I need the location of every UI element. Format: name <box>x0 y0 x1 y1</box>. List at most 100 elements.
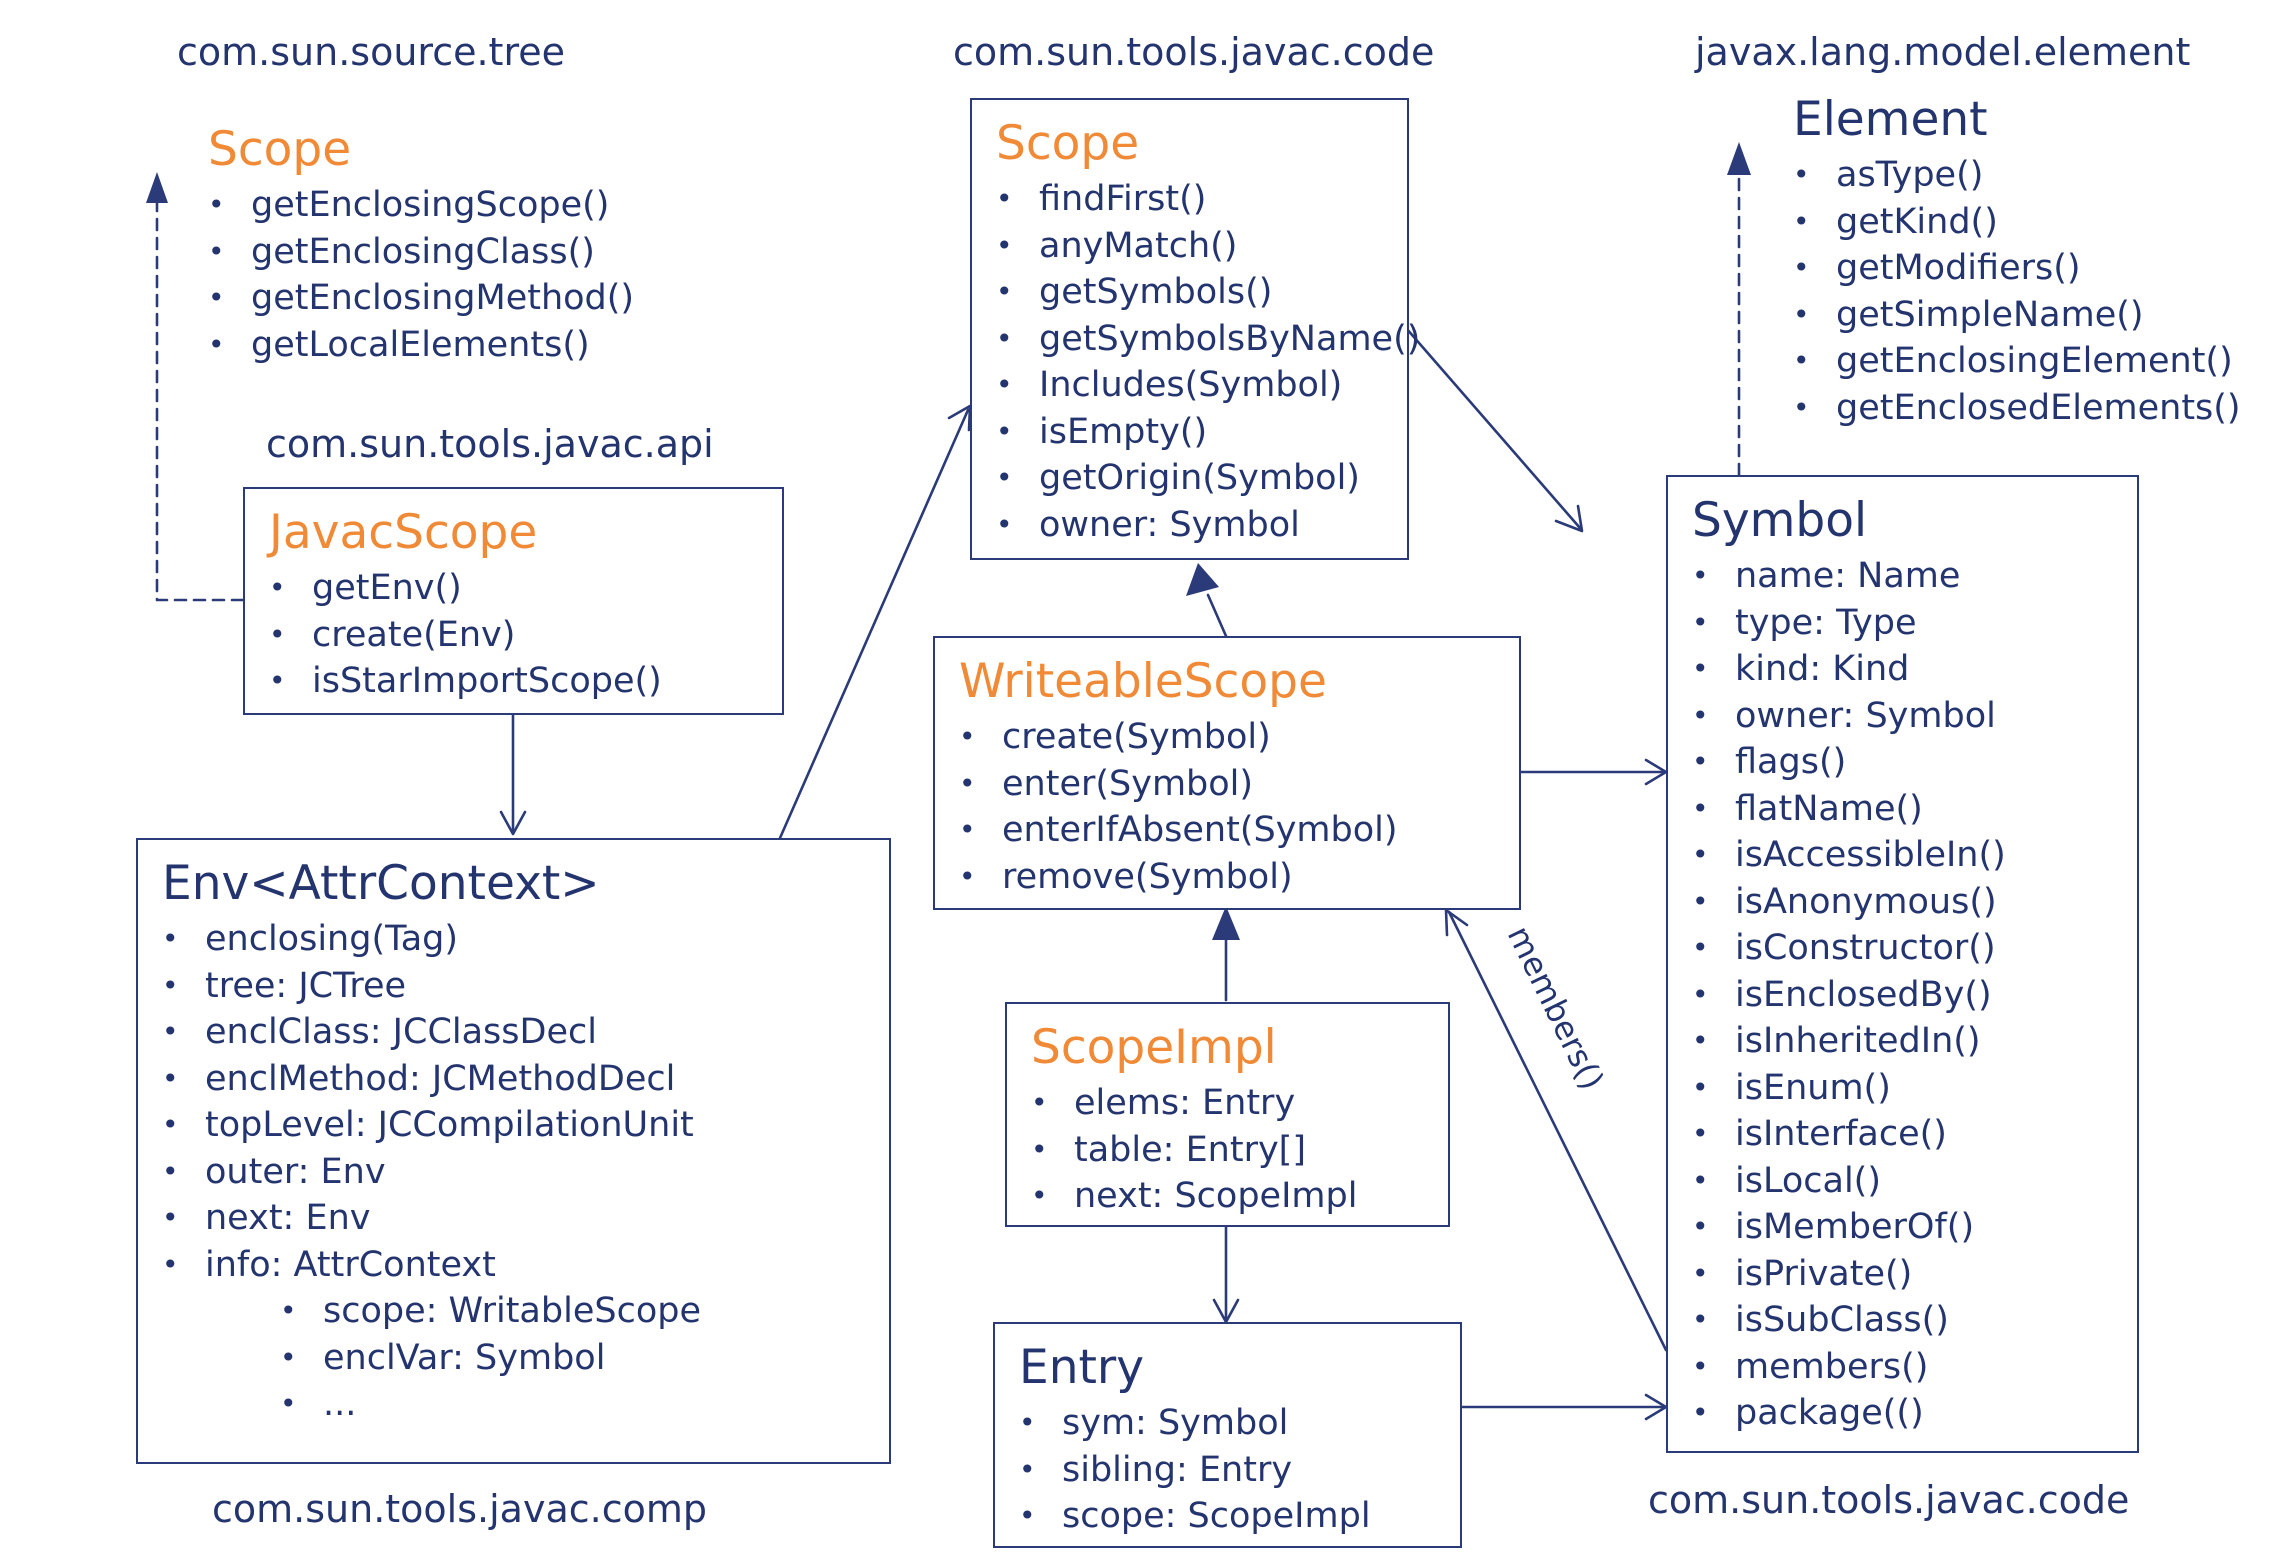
member-item: enclClass: JCClassDecl <box>162 1009 865 1056</box>
class-title: Entry <box>1019 1340 1145 1395</box>
member-item: table: Entry[] <box>1031 1127 1424 1174</box>
member-item: isEnclosedBy() <box>1692 972 2113 1019</box>
member-item: info: AttrContext <box>162 1242 865 1289</box>
member-item: getSymbols() <box>996 269 1383 316</box>
member-item: next: Env <box>162 1195 865 1242</box>
class-symbol: Symbol name: Name type: Type kind: Kind … <box>1666 475 2139 1453</box>
member-item: outer: Env <box>162 1149 865 1196</box>
package-label-lang-model-element: javax.lang.model.element <box>1695 30 2191 74</box>
package-label-javac-code-bottom: com.sun.tools.javac.code <box>1648 1478 2130 1522</box>
member-item: Includes(Symbol) <box>996 362 1383 409</box>
member-item: getEnv() <box>269 565 758 612</box>
member-item: remove(Symbol) <box>959 854 1495 901</box>
member-item: members() <box>1692 1344 2113 1391</box>
triangle-scope-generalization <box>1186 563 1219 596</box>
member-item: isLocal() <box>1692 1158 2113 1205</box>
class-title: Scope <box>996 116 1140 171</box>
class-title: JavacScope <box>269 505 538 560</box>
class-title: Env<AttrContext> <box>162 856 600 911</box>
sub-member-item: ... <box>280 1381 865 1428</box>
member-item: getModifiers() <box>1793 245 2241 292</box>
member-item: isEnum() <box>1692 1065 2113 1112</box>
method-list: findFirst() anyMatch() getSymbols() getS… <box>996 176 1420 549</box>
member-item: getSimpleName() <box>1793 292 2241 339</box>
member-item: getEnclosedElements() <box>1793 385 2241 432</box>
method-list: create(Symbol) enter(Symbol) enterIfAbse… <box>959 714 1495 900</box>
class-title: Symbol <box>1692 493 1868 548</box>
member-item: findFirst() <box>996 176 1383 223</box>
member-item: getSymbolsByName() <box>996 316 1420 363</box>
class-scope-impl: ScopeImpl elems: Entry table: Entry[] ne… <box>1005 1002 1450 1227</box>
member-item: owner: Symbol <box>996 502 1383 549</box>
member-item: create(Env) <box>269 612 758 659</box>
member-item: asType() <box>1793 152 2241 199</box>
triangle-writeablescope-generalization <box>1212 906 1240 940</box>
member-item: owner: Symbol <box>1692 693 2113 740</box>
arrow-env-to-code-scope <box>778 408 970 840</box>
member-list: enclosing(Tag) tree: JCTree enclClass: J… <box>162 916 865 1428</box>
class-writeable-scope: WriteableScope create(Symbol) enter(Symb… <box>933 636 1521 910</box>
package-label-javac-api: com.sun.tools.javac.api <box>266 422 714 466</box>
sub-member-item: scope: WritableScope <box>280 1288 865 1335</box>
member-item: create(Symbol) <box>959 714 1495 761</box>
sub-member-item: enclVar: Symbol <box>280 1335 865 1382</box>
package-label-source-tree: com.sun.source.tree <box>177 30 565 74</box>
member-item: next: ScopeImpl <box>1031 1173 1424 1220</box>
member-item: getEnclosingScope() <box>208 182 634 229</box>
triangle-tree-scope <box>146 172 168 203</box>
class-title: ScopeImpl <box>1031 1020 1277 1075</box>
member-item: isEmpty() <box>996 409 1383 456</box>
class-javac-scope: JavacScope getEnv() create(Env) isStarIm… <box>243 487 784 715</box>
member-item: isAccessibleIn() <box>1692 832 2113 879</box>
class-title: Scope <box>208 122 352 177</box>
member-item: kind: Kind <box>1692 646 2113 693</box>
arrow-code-scope-to-symbol <box>1404 326 1582 530</box>
member-item: sym: Symbol <box>1019 1400 1436 1447</box>
member-item: scope: ScopeImpl <box>1019 1493 1436 1540</box>
member-item: flags() <box>1692 739 2113 786</box>
member-item: name: Name <box>1692 553 2113 600</box>
member-list: name: Name type: Type kind: Kind owner: … <box>1692 553 2113 1437</box>
package-label-javac-code-top: com.sun.tools.javac.code <box>953 30 1435 74</box>
member-item: isConstructor() <box>1692 925 2113 972</box>
method-list: getEnv() create(Env) isStarImportScope() <box>269 565 758 705</box>
class-title: WriteableScope <box>959 654 1327 709</box>
member-item: package(() <box>1692 1390 2113 1437</box>
member-item: type: Type <box>1692 600 2113 647</box>
member-item: getEnclosingClass() <box>208 229 634 276</box>
member-item: isInheritedIn() <box>1692 1018 2113 1065</box>
member-item: getEnclosingElement() <box>1793 338 2241 385</box>
member-item: isSubClass() <box>1692 1297 2113 1344</box>
class-entry: Entry sym: Symbol sibling: Entry scope: … <box>993 1322 1462 1548</box>
class-title: Element <box>1793 92 1988 147</box>
member-item: getKind() <box>1793 199 2241 246</box>
package-label-javac-comp: com.sun.tools.javac.comp <box>212 1487 707 1531</box>
member-item: flatName() <box>1692 786 2113 833</box>
class-tree-scope: Scope getEnclosingScope() getEnclosingCl… <box>208 122 634 368</box>
member-item: isMemberOf() <box>1692 1204 2113 1251</box>
dashed-realization-javacscope-to-tree-scope <box>155 188 245 602</box>
member-item: isAnonymous() <box>1692 879 2113 926</box>
class-code-scope: Scope findFirst() anyMatch() getSymbols(… <box>970 98 1420 560</box>
member-item: getEnclosingMethod() <box>208 275 634 322</box>
member-list: sym: Symbol sibling: Entry scope: ScopeI… <box>1019 1400 1436 1540</box>
class-env: Env<AttrContext> enclosing(Tag) tree: JC… <box>136 838 891 1464</box>
member-item: sibling: Entry <box>1019 1447 1436 1494</box>
member-item: isPrivate() <box>1692 1251 2113 1298</box>
member-item: enclMethod: JCMethodDecl <box>162 1056 865 1103</box>
member-list: elems: Entry table: Entry[] next: ScopeI… <box>1031 1080 1424 1220</box>
member-item: isStarImportScope() <box>269 658 758 705</box>
member-item: enterIfAbsent(Symbol) <box>959 807 1495 854</box>
member-item: enter(Symbol) <box>959 761 1495 808</box>
generalization-writeablescope-to-scope <box>1206 593 1228 638</box>
member-item: anyMatch() <box>996 223 1383 270</box>
triangle-element <box>1727 142 1751 175</box>
member-item: enclosing(Tag) <box>162 916 865 963</box>
member-item: elems: Entry <box>1031 1080 1424 1127</box>
method-list: getEnclosingScope() getEnclosingClass() … <box>208 182 634 368</box>
member-item: isInterface() <box>1692 1111 2113 1158</box>
member-item: topLevel: JCCompilationUnit <box>162 1102 865 1149</box>
member-item: getLocalElements() <box>208 322 634 369</box>
method-list: asType() getKind() getModifiers() getSim… <box>1793 152 2241 431</box>
